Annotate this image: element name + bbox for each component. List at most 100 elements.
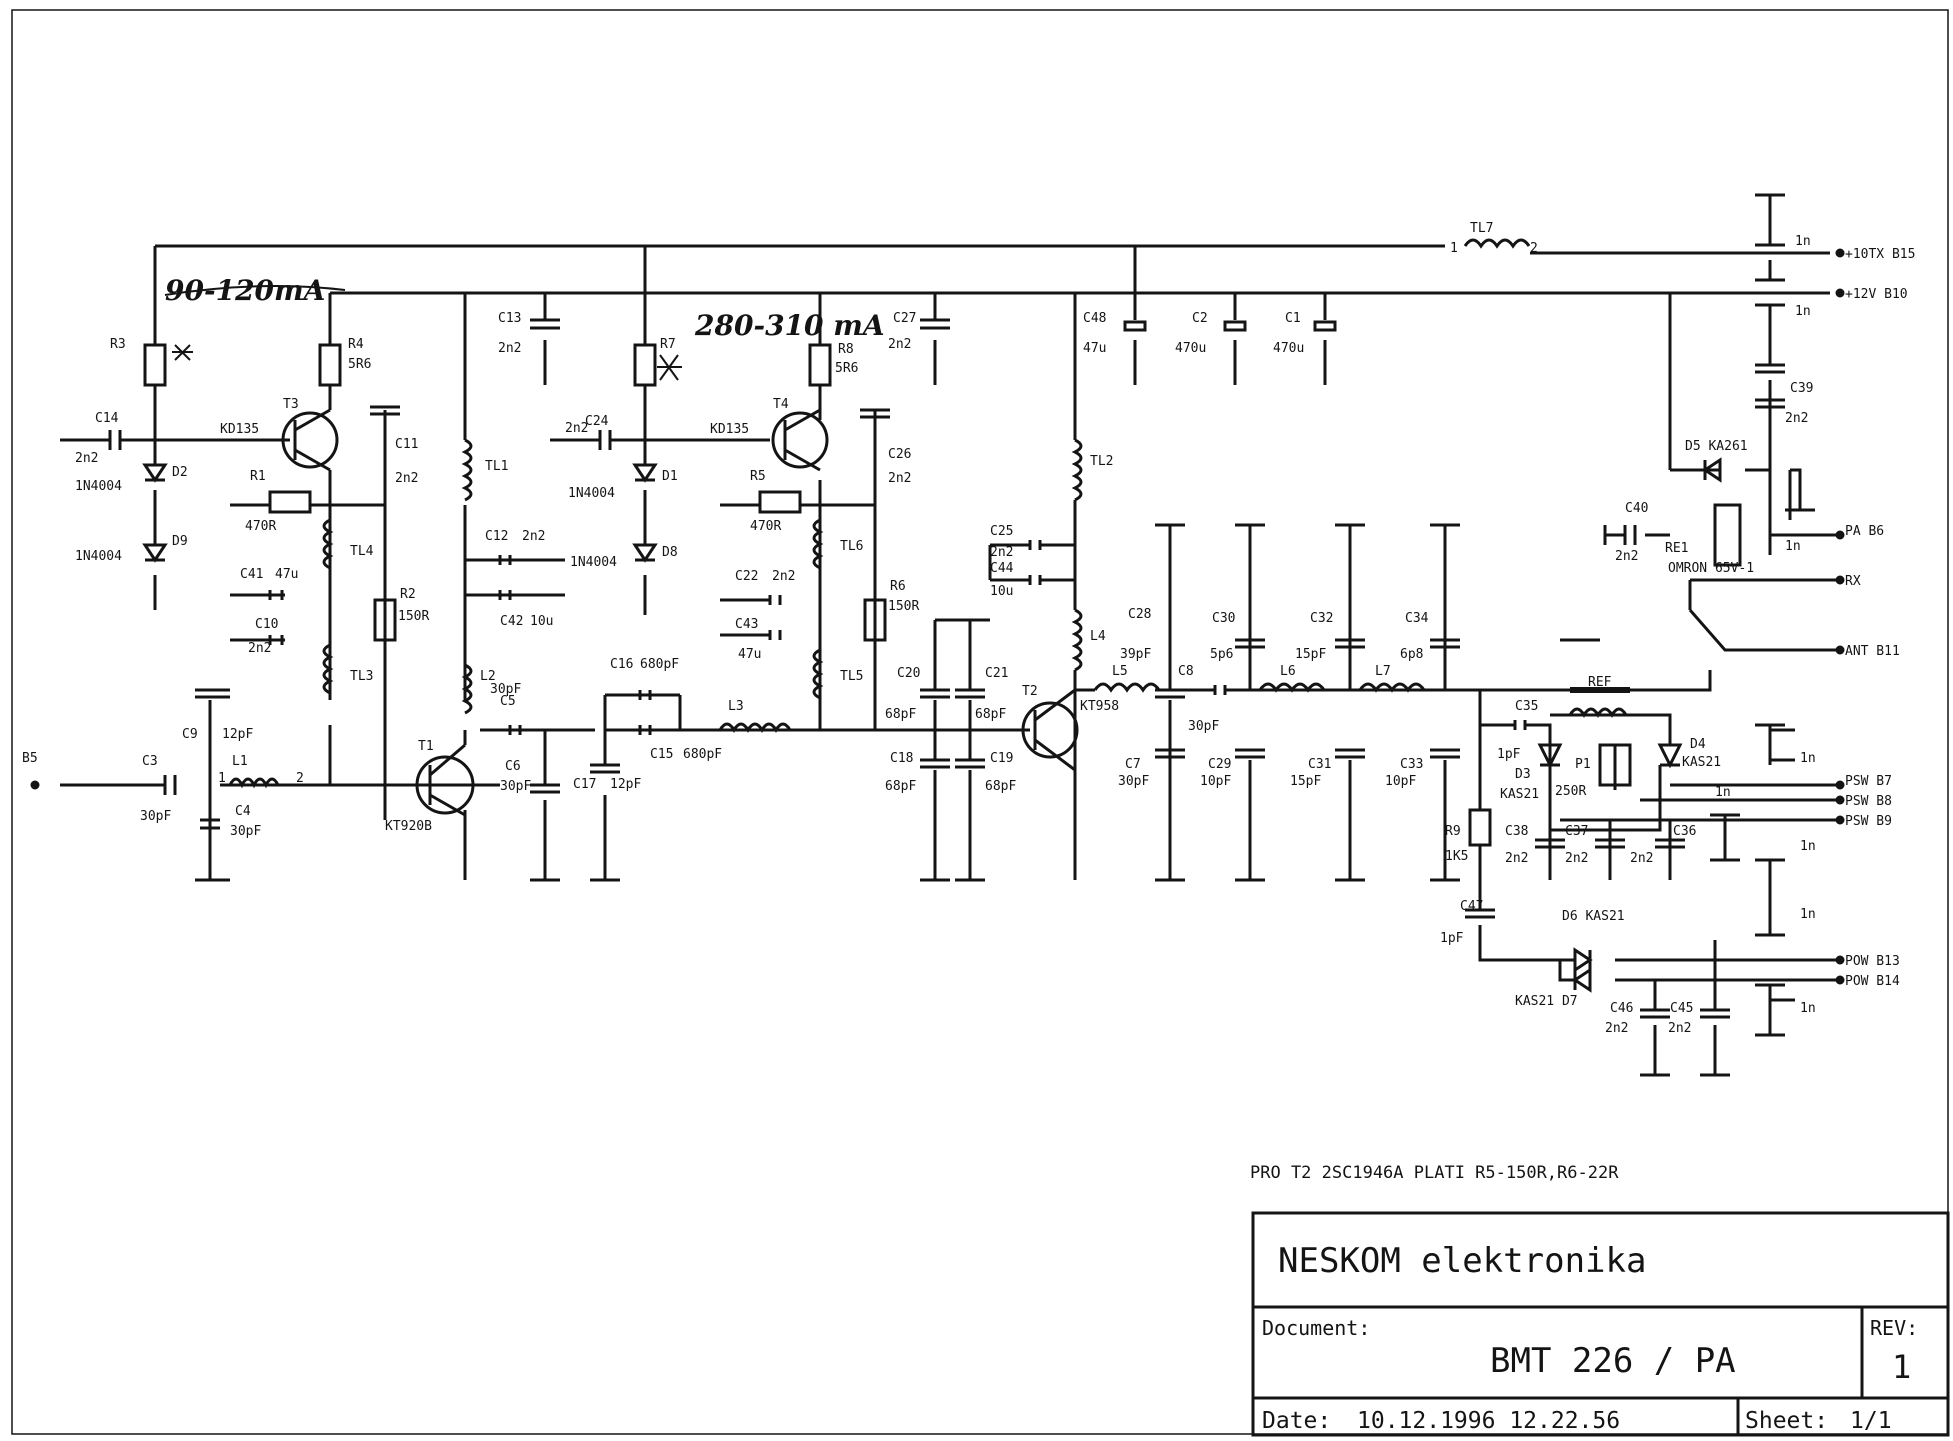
label-l7: L7 (1375, 664, 1391, 679)
label-d9: D9 (172, 534, 188, 549)
t4-part: KD135 (710, 422, 749, 437)
label-c46: C46 (1610, 1001, 1633, 1016)
label-dpart: 1N4004 (568, 486, 615, 501)
label-c47: C47 (1460, 899, 1483, 914)
label-r2v: 150R (398, 609, 429, 624)
label-dpart: 1N4004 (75, 549, 122, 564)
sheet-label: Sheet: (1745, 1408, 1828, 1434)
label-l6: L6 (1280, 664, 1296, 679)
label-pin1: 1 (218, 771, 226, 786)
connector-b5: B5 (22, 751, 38, 766)
label-c10v: 2n2 (248, 641, 271, 656)
label-r7: R7 (660, 337, 676, 352)
label-c38v: 2n2 (1505, 851, 1528, 866)
label-c47v: 1pF (1440, 931, 1464, 946)
label-c33: C33 (1400, 757, 1423, 772)
label-r4v: 5R6 (348, 357, 371, 372)
label-c45v: 2n2 (1668, 1021, 1691, 1036)
label-c39v: 2n2 (1785, 411, 1808, 426)
label-l3: L3 (728, 699, 744, 714)
label-pin2: 2 (296, 771, 304, 786)
label-one-n: 1n (1800, 1001, 1816, 1016)
label-c1v: 470u (1273, 341, 1304, 356)
rail-12v-label: +12V B10 (1845, 287, 1908, 302)
label-c40: C40 (1625, 501, 1648, 516)
label-c42: C42 (500, 614, 523, 629)
label-c20: C20 (897, 666, 920, 681)
connector-psw8: PSW B8 (1845, 794, 1892, 809)
label-d5: D5 KA261 (1685, 439, 1748, 454)
label-c27v: 2n2 (888, 337, 911, 352)
t2-part: KT958 (1080, 699, 1119, 714)
ref-label: REF (1588, 675, 1612, 690)
label-tl6: TL6 (840, 539, 863, 554)
label-c9: C9 (182, 727, 198, 742)
label-p1: P1 (1575, 757, 1591, 772)
label-kas21: KAS21 (1500, 787, 1539, 802)
label-l1: L1 (232, 754, 248, 769)
connector-psw7: PSW B7 (1845, 774, 1892, 789)
label-tl3: TL3 (350, 669, 373, 684)
label-c8: C8 (1178, 664, 1194, 679)
label-d7: KAS21 D7 (1515, 994, 1578, 1009)
label-c18: C18 (890, 751, 913, 766)
label-c22: C22 (735, 569, 758, 584)
handwritten-current-t4: 280-310 mA (694, 309, 885, 342)
label-c1: C1 (1285, 311, 1301, 326)
connector-pow14: POW B14 (1845, 974, 1900, 989)
label-c14: C14 (95, 411, 119, 426)
label-c40v: 2n2 (1615, 549, 1638, 564)
label-c26v: 2n2 (888, 471, 911, 486)
label-dpart: 1N4004 (570, 555, 617, 570)
label-c2v: 470u (1175, 341, 1206, 356)
connector-ant: ANT B11 (1845, 644, 1900, 659)
label-r9v: 1K5 (1445, 849, 1468, 864)
label-r8: R8 (838, 342, 854, 357)
label-c15: C15 (650, 747, 673, 762)
label-c7v: 30pF (1118, 774, 1149, 789)
label-tl7: TL7 (1470, 221, 1493, 236)
label-c3v: 30pF (140, 809, 171, 824)
label-pin2: 2 (1530, 241, 1538, 256)
label-c5v: 30pF (490, 682, 521, 697)
label-r2: R2 (400, 587, 416, 602)
label-r9: R9 (1445, 824, 1461, 839)
label-c11v: 2n2 (395, 471, 418, 486)
label-c42v: 10u (530, 614, 553, 629)
label-c21v: 68pF (975, 707, 1006, 722)
label-c12: C12 (485, 529, 508, 544)
label-c31v: 15pF (1290, 774, 1321, 789)
label-one-n: 1n (1800, 907, 1816, 922)
label-c48: C48 (1083, 311, 1106, 326)
label-d1: D1 (662, 469, 678, 484)
label-tl2: TL2 (1090, 454, 1113, 469)
document-value: BMT 226 / PA (1490, 1341, 1736, 1381)
label-c12v: 2n2 (522, 529, 545, 544)
label-c14v: 2n2 (75, 451, 98, 466)
label-one-n: 1n (1795, 304, 1811, 319)
title-block: NESKOM elektronika Document: BMT 226 / P… (1251, 1211, 1950, 1437)
label-c28v: 39pF (1120, 647, 1151, 662)
t1-part: KT920B (385, 819, 432, 834)
label-c4v: 30pF (230, 824, 261, 839)
label-c43: C43 (735, 617, 758, 632)
label-c5: C5 (500, 694, 516, 709)
label-c30: C30 (1212, 611, 1235, 626)
label-c41: C41 (240, 567, 263, 582)
label-c44: C44 (990, 561, 1014, 576)
label-r6v: 150R (888, 599, 919, 614)
sheet-value: 1/1 (1850, 1408, 1892, 1434)
label-r6: R6 (890, 579, 906, 594)
label-d3: D3 (1515, 767, 1531, 782)
label-c31: C31 (1308, 757, 1331, 772)
label-c19: C19 (990, 751, 1013, 766)
label-c9v: 12pF (222, 727, 253, 742)
document-label: Document: (1262, 1316, 1370, 1340)
label-c36: C36 (1673, 824, 1696, 839)
label-c13: C13 (498, 311, 521, 326)
label-c4: C4 (235, 804, 251, 819)
label-c2: C2 (1192, 311, 1208, 326)
label-c7: C7 (1125, 757, 1141, 772)
label-c6v: 30pF (500, 779, 531, 794)
label-c28: C28 (1128, 607, 1151, 622)
